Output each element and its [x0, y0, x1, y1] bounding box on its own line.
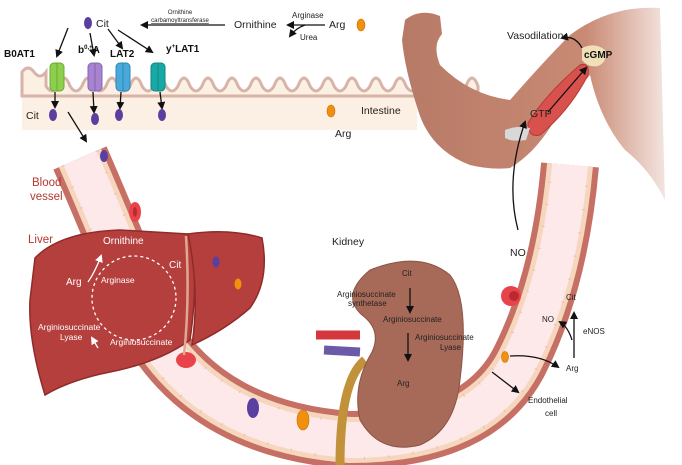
citrulline-molecule [212, 256, 220, 268]
label-lyase-liver-line1: Arginiosuccinate [38, 322, 101, 332]
label-cit-liver: Cit [169, 260, 181, 271]
transporter-b0at1 [49, 62, 65, 92]
arginine-molecule [234, 278, 242, 290]
label-arg-liver: Arg [66, 277, 82, 288]
label-lyase-kidney-line1: Arginiosuccinate [415, 333, 474, 342]
arrow-cit-to-b0at1 [55, 27, 69, 58]
label-lat2: LAT2 [110, 49, 135, 60]
red-blood-cell [176, 352, 196, 368]
label-cit-endothelium: Cit [566, 293, 577, 302]
kidney: Kidney Cit Arginiosuccinate synthetase A… [316, 236, 474, 465]
citrulline-molecule [91, 113, 99, 125]
arrow-argininosuccinate-to-arg [90, 336, 99, 349]
tendon [505, 126, 530, 141]
label-no-vessel: NO [510, 247, 526, 259]
label-synthetase-line1: Arginiosuccinate [337, 290, 396, 299]
arrow-arg-to-ornithine-liver [87, 254, 103, 283]
label-b0a: b0,+A [78, 45, 100, 56]
label-enos: eNOS [583, 327, 605, 336]
label-lyase-kidney-line2: Lyase [440, 343, 462, 352]
red-blood-cell-center [133, 207, 137, 217]
arrow-urea [288, 24, 306, 38]
label-lyase-liver-line2: Lyase [60, 332, 83, 342]
arginine-molecule [326, 104, 336, 118]
label-blood-vessel-line2: vessel [30, 191, 63, 203]
label-blood-vessel-line1: Blood [32, 177, 61, 189]
arrow-cit-to-b0a [88, 32, 97, 57]
label-ornithine-intestine: Ornithine [234, 19, 277, 31]
label-arg-endothelium: Arg [566, 364, 578, 373]
arginine-molecule [356, 18, 366, 32]
red-blood-cell-center [509, 291, 519, 301]
arrow-b0a-out [89, 91, 98, 114]
label-kidney: Kidney [332, 236, 365, 248]
label-liver: Liver [28, 234, 53, 246]
citrulline-molecule [158, 109, 166, 121]
label-arg-intestine-bottom: Arg [335, 128, 352, 140]
citrulline-molecule [49, 109, 57, 121]
label-no-endothelium: NO [542, 315, 554, 324]
label-arg-kidney: Arg [397, 379, 409, 388]
intestine: B0AT1 b0,+A LAT2 y+LAT1 Cit Ornithine ca… [4, 10, 480, 143]
bone-joint [582, 45, 606, 67]
label-arg-intestine-top: Arg [329, 19, 346, 31]
label-cit-lumen: Cit [26, 110, 39, 122]
arrow-cit-to-ylat1 [117, 29, 154, 54]
ligament [182, 235, 189, 356]
liver-left-lobe [29, 229, 196, 397]
arrow-no-to-gtp [512, 120, 527, 231]
transporter-b0a [87, 62, 103, 92]
label-gtp: GTP [530, 108, 552, 120]
citrulline-molecule [100, 150, 108, 162]
liver: Liver Ornithine Arg Arginase Cit Arginio… [28, 229, 265, 397]
arginine-molecule [296, 409, 310, 431]
arrow-to-endothelial-cell [491, 371, 520, 394]
label-arginase-liver: Arginase [101, 275, 135, 285]
label-b0at1: B0AT1 [4, 49, 35, 60]
citrulline-molecule [247, 398, 259, 418]
label-argininosuccinate-liver: Arginiosuccinate [110, 337, 173, 347]
arrow-arg-to-endothelial [509, 355, 560, 369]
label-synthetase-line2: synthetase [348, 299, 387, 308]
label-otc-line1: Ornithine [168, 10, 193, 16]
renal-vein [323, 345, 361, 357]
label-endothelial-cell-line1: Endothelial [528, 396, 568, 405]
label-vasodilation: Vasodilation [507, 30, 564, 42]
urea-cycle-circle [91, 255, 177, 341]
label-endothelial-cell-line2: cell [545, 409, 557, 418]
arrow-cgmp-to-vasodilation [560, 32, 583, 49]
citrulline-molecule [84, 17, 92, 29]
citrulline-molecule [115, 109, 123, 121]
label-cit-top: Cit [96, 18, 109, 30]
transporter-ylat1 [150, 62, 166, 92]
label-ylat1: y+LAT1 [166, 44, 200, 55]
label-arginase-intestine: Arginase [292, 11, 324, 20]
arm: Vasodilation cGMP GTP NO [402, 7, 665, 259]
arrow-cit-to-lat2 [107, 28, 124, 50]
label-cgmp: cGMP [584, 50, 613, 61]
intestine-lumen [22, 96, 417, 130]
label-cit-kidney: Cit [402, 269, 413, 278]
ureter [335, 356, 369, 465]
liver-right-lobe [187, 231, 265, 347]
label-intestine: Intestine [361, 105, 401, 117]
label-urea: Urea [300, 33, 318, 42]
label-otc-line2: carbamoyltransferase [151, 18, 209, 24]
endothelial-nos-pathway: Arg Cit NO eNOS Endothelial cell [491, 293, 605, 418]
transporter-lat2 [115, 62, 131, 92]
arrow-cit-to-blood [67, 111, 88, 143]
arrow-lat2-out [116, 91, 125, 110]
arginine-molecule [501, 351, 509, 363]
label-argininosuccinate-kidney: Arginiosuccinate [383, 315, 442, 324]
arrow-ylat1-out [157, 91, 166, 110]
arrow-gtp-to-cgmp [547, 66, 588, 113]
label-ornithine-liver: Ornithine [103, 236, 144, 247]
arrow-arg-to-no [558, 320, 573, 341]
